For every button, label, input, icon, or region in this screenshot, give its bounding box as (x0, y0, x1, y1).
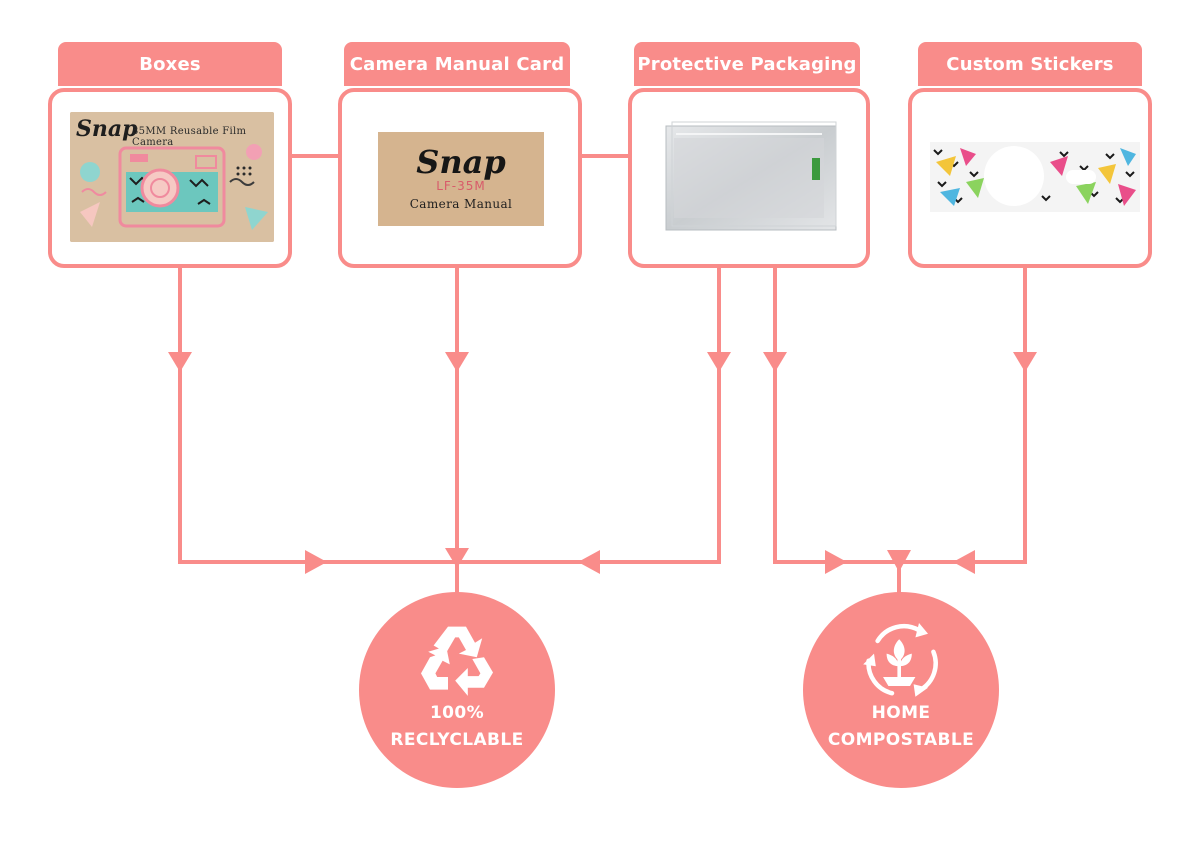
card-boxes: Snap 35MM Reusable Film Camera (48, 88, 292, 268)
outcome-recyclable: 100% RECLYCLABLE (359, 592, 555, 788)
compostable-line1: HOME (871, 703, 931, 723)
arrow-boxes-down (168, 352, 192, 372)
recyclable-line1: 100% (429, 703, 485, 723)
sticker-sheet-image (930, 142, 1140, 212)
packaging-bag-image (665, 121, 837, 231)
arrow-bus-left (578, 550, 600, 574)
arrow-compost-right (825, 550, 847, 574)
card-protective-packaging (628, 88, 870, 268)
arrow-packaging-down-2 (763, 352, 787, 372)
manual-brand: Snap (416, 143, 506, 181)
arrow-compost-down (887, 550, 911, 572)
tab-protective-packaging: Protective Packaging (634, 42, 860, 86)
manual-artwork: Snap LF-35M Camera Manual (378, 132, 544, 226)
arrow-compost-left (953, 550, 975, 574)
arrow-stickers-down (1013, 352, 1037, 372)
box-pattern-image (70, 112, 274, 242)
tab-camera-manual-card: Camera Manual Card (344, 42, 570, 86)
tab-boxes: Boxes (58, 42, 282, 86)
outcome-compostable: HOME COMPOSTABLE (803, 592, 999, 788)
arrow-packaging-down-1 (707, 352, 731, 372)
box-brand: Snap (76, 116, 138, 142)
arrow-manual-into-bus (445, 548, 469, 568)
arrow-manual-down (445, 352, 469, 372)
card-custom-stickers (908, 88, 1152, 268)
arrow-bus-right (305, 550, 327, 574)
box-artwork: Snap 35MM Reusable Film Camera (70, 112, 274, 242)
recyclable-line2: RECLYCLABLE (390, 730, 524, 750)
manual-caption: Camera Manual (409, 197, 513, 211)
manual-model: LF-35M (436, 179, 486, 193)
compost-plant-icon (863, 623, 938, 697)
card-camera-manual: Snap LF-35M Camera Manual (338, 88, 582, 268)
tab-custom-stickers: Custom Stickers (918, 42, 1142, 86)
compostable-line2: COMPOSTABLE (827, 730, 975, 750)
recycle-icon (421, 626, 493, 696)
box-subtitle: 35MM Reusable Film Camera (132, 126, 247, 148)
